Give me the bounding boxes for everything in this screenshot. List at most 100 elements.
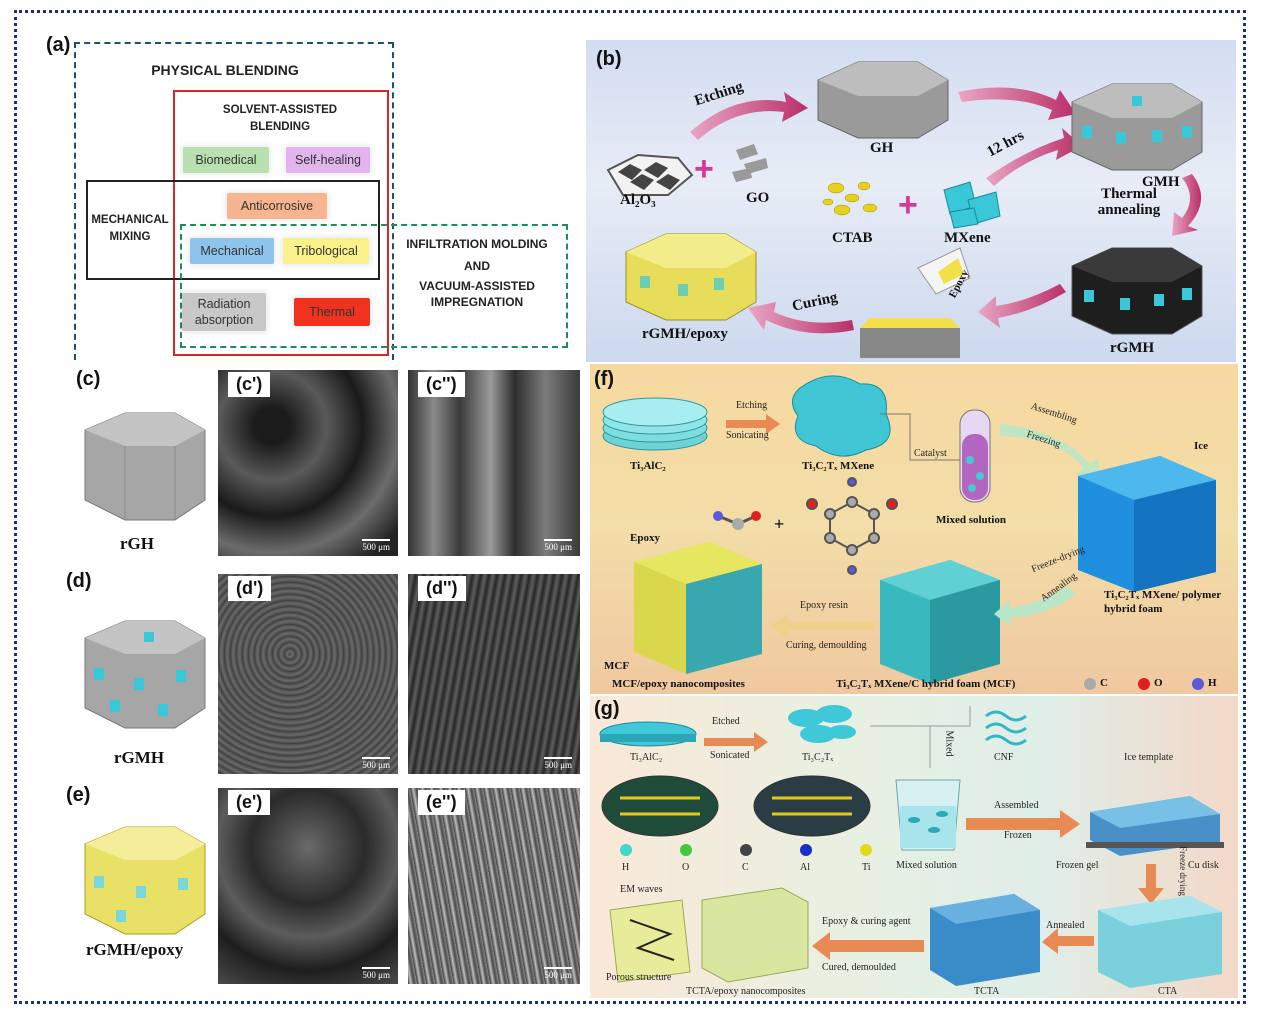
rgmh-epoxy-honeycomb: [625, 233, 757, 321]
tag-self-healing: Self-healing: [286, 147, 370, 173]
physical-blending-title: PHYSICAL BLENDING: [151, 62, 299, 78]
caption-rgmh: rGMH: [114, 748, 165, 767]
g-cured: Cured, demoulded: [822, 962, 896, 973]
label-mxene: MXene: [944, 230, 991, 246]
g-sonicated: Sonicated: [710, 750, 750, 761]
and-line: AND: [464, 259, 490, 273]
tag-anticorrosive: Anticorrosive: [227, 193, 327, 219]
g-legend-al: Al: [800, 862, 810, 873]
tag-d2: (d''): [418, 576, 466, 601]
tcta-block: [930, 894, 1040, 986]
g-ti3c2tx: Ti₃C₂Tₓ: [802, 752, 834, 763]
f-plus: +: [774, 514, 785, 534]
label-gh: GH: [870, 140, 894, 156]
g-cta: CTA: [1158, 986, 1178, 997]
solvent-assisted-title: SOLVENT-ASSISTED BLENDING: [222, 104, 338, 133]
g-cnf: CNF: [994, 752, 1014, 763]
g-legend-o: O: [682, 862, 690, 873]
f-mcf-foam: Ti₃C₂Tₓ MXene/C hybrid foam (MCF): [836, 678, 1016, 690]
sem-d1: (d') 500 μm: [218, 574, 398, 774]
f-ti3alc2: Ti₃AlC₂: [630, 460, 666, 472]
rgh-model: [84, 412, 206, 521]
f-etching: Etching: [736, 400, 768, 411]
label-ctab: CTAB: [832, 230, 873, 246]
g-epoxy-curing: Epoxy & curing agent: [822, 916, 911, 927]
mixed-solution-tube: [959, 409, 991, 503]
epoxy-pouring: [860, 247, 971, 358]
label-gmh: GMH: [1142, 174, 1180, 190]
tag-thermal: Thermal: [294, 298, 370, 326]
label-thermal-annealing: Thermal annealing: [1097, 186, 1161, 218]
label-e: (e): [66, 784, 91, 806]
cta-block: [1098, 896, 1222, 988]
rgmh-epoxy-model: [84, 826, 206, 935]
go-flakes: [732, 144, 768, 182]
panel-a: (a) PHYSICAL BLENDING SOLVENT-ASSISTED B…: [30, 30, 580, 360]
panel-b-label: (b): [596, 48, 622, 70]
g-frozen: Frozen: [1004, 830, 1032, 841]
gh-honeycomb: [817, 61, 949, 139]
f-ice: Ice: [1194, 440, 1209, 452]
f-mcf: MCF: [604, 660, 630, 672]
f-legend-o: O: [1154, 677, 1163, 689]
sem-d2: (d'') 500 μm: [408, 574, 580, 774]
f-mcf-epoxy: MCF/epoxy nanocomposites: [612, 678, 745, 690]
mcf-epoxy-cube: [634, 542, 762, 674]
g-ice-template: Ice template: [1124, 752, 1174, 763]
label-rgmh-epoxy: rGMH/epoxy: [642, 326, 728, 342]
scale-e2: 500 μm: [544, 967, 572, 980]
infiltration-box: [180, 224, 568, 348]
g-mixed: Mixed: [943, 730, 955, 757]
panel-g: (g): [590, 696, 1238, 998]
f-mixed-solution: Mixed solution: [936, 514, 1006, 526]
figure-frame: [14, 10, 1246, 1004]
scale-c2: 500 μm: [544, 539, 572, 552]
f-legend-h: H: [1208, 677, 1217, 689]
infiltration-title: INFILTRATION MOLDING AND VACUUM-ASSISTED…: [402, 236, 552, 310]
label-al2o3: Al₂O₃: [620, 192, 656, 208]
g-etched: Etched: [712, 716, 740, 727]
tag-e2: (e''): [418, 790, 465, 815]
tag-c1: (c'): [228, 372, 271, 397]
rgmh-model: [84, 620, 206, 729]
g-porous: Porous structure: [606, 972, 672, 983]
ctab-crystals: [822, 181, 878, 216]
label-d: (d): [66, 570, 92, 592]
f-legend-c: C: [1100, 677, 1108, 689]
g-legend-h: H: [622, 862, 630, 873]
label-rgmh: rGMH: [1110, 340, 1155, 356]
tag-radiation: Radiation absorption: [182, 293, 266, 331]
vacuum-line: VACUUM-ASSISTED IMPREGNATION: [419, 279, 535, 309]
plus-1: +: [694, 150, 714, 188]
al2o3-template: [606, 153, 694, 196]
sem-c2: (c'') 500 μm: [408, 370, 580, 556]
panel-g-label: (g): [594, 698, 620, 720]
f-mxene: Ti₃C₂Tₓ MXene: [802, 460, 875, 472]
label-c: (c): [76, 368, 101, 390]
panel-f-graphics: [602, 375, 1216, 690]
g-tcta: TCTA: [974, 986, 1000, 997]
ti3alc2-stack: [602, 397, 708, 451]
beaker: [895, 779, 961, 851]
panel-a-label: (a): [46, 34, 71, 56]
f-sonicating: Sonicating: [726, 430, 769, 441]
tcta-epoxy-block: [609, 887, 809, 983]
caption-rgh: rGH: [120, 534, 154, 553]
g-em-waves: EM waves: [620, 884, 663, 895]
mxene-flakes: [943, 181, 1001, 229]
g-cu-disk: Cu disk: [1188, 860, 1219, 871]
panel-b: (b) +: [586, 40, 1236, 362]
tag-tribological: Tribological: [283, 238, 369, 264]
sem-c1: (c') 500 μm: [218, 370, 398, 556]
tag-mechanical: Mechanical: [190, 238, 274, 264]
mechanical-mixing-box: [86, 180, 380, 280]
tag-e1: (e'): [228, 790, 271, 815]
f-curing: Curing, demoulding: [786, 640, 867, 651]
g-annealed: Annealed: [1046, 920, 1085, 931]
g-assembled: Assembled: [994, 800, 1039, 811]
panel-g-graphics: [599, 705, 1224, 988]
g-frozen-gel: Frozen gel: [1056, 860, 1099, 871]
ice-cube: [1078, 456, 1216, 592]
scale-c1: 500 μm: [362, 539, 390, 552]
panel-f-label: (f): [594, 368, 614, 390]
